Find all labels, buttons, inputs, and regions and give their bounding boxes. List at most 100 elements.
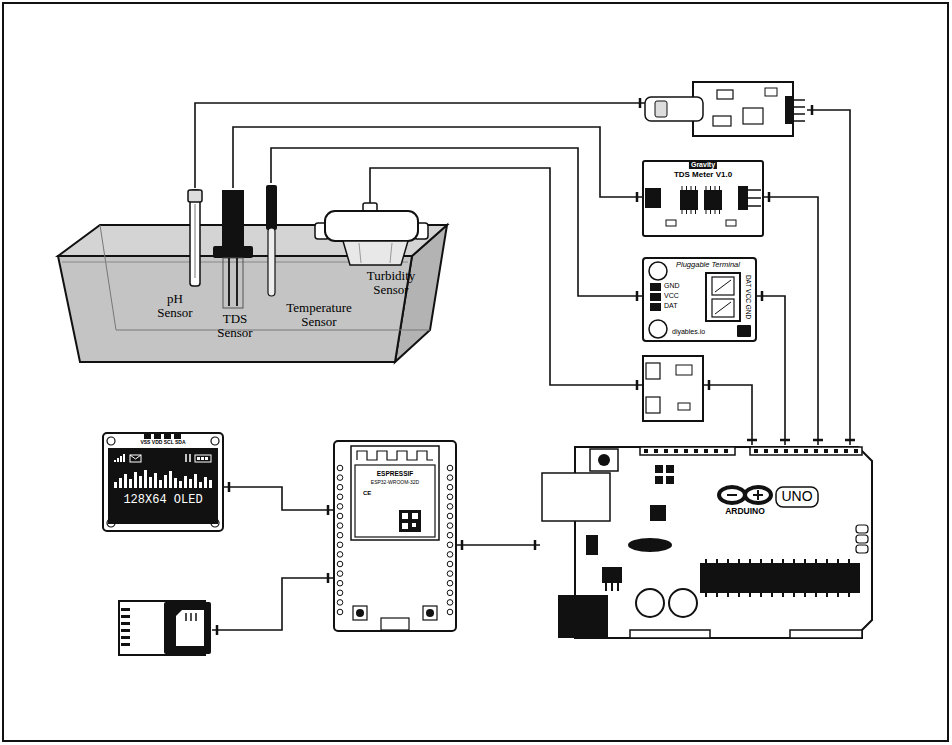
regulator-pin bbox=[617, 583, 619, 591]
wire-terminal bbox=[761, 291, 764, 301]
usb-port bbox=[542, 473, 610, 521]
probe-handle bbox=[266, 185, 277, 230]
chip-pin bbox=[710, 186, 711, 190]
signal-icon bbox=[123, 454, 125, 462]
board bbox=[334, 441, 456, 631]
arduino-uno-board: ARDUINOUNO bbox=[540, 445, 875, 640]
probe-pin bbox=[236, 258, 238, 306]
ph-probe: pH Sensor bbox=[145, 188, 207, 328]
pin bbox=[650, 303, 661, 311]
arduino-logo bbox=[727, 494, 737, 496]
power-jack bbox=[558, 595, 608, 638]
connector bbox=[645, 188, 661, 208]
chip-pin bbox=[738, 559, 740, 563]
battery-icon bbox=[205, 457, 208, 460]
usb-port bbox=[381, 618, 409, 630]
bar-graphic bbox=[159, 480, 162, 488]
chip-pin bbox=[719, 210, 720, 214]
gpio-pin bbox=[447, 504, 453, 510]
chip-pin bbox=[682, 186, 683, 190]
sd-contact bbox=[190, 613, 192, 621]
bar-graphic bbox=[154, 473, 157, 488]
wire bbox=[233, 127, 642, 197]
en-button bbox=[353, 606, 367, 620]
mount-hole bbox=[211, 437, 219, 445]
bar-graphic bbox=[144, 470, 147, 488]
voltage-regulator bbox=[602, 567, 622, 583]
gpio-pin bbox=[337, 532, 343, 538]
component bbox=[765, 88, 777, 96]
chip-pin bbox=[837, 559, 839, 563]
header-pin bbox=[694, 449, 698, 453]
chip-pin bbox=[686, 186, 687, 190]
header-pin bbox=[154, 433, 161, 439]
pin-header bbox=[785, 96, 793, 124]
chip bbox=[713, 116, 731, 126]
chip-pin bbox=[738, 593, 740, 597]
gpio-pin bbox=[447, 523, 453, 529]
mount-hole bbox=[649, 320, 667, 338]
pin-name: VCC bbox=[664, 292, 679, 300]
wire-terminal bbox=[845, 439, 855, 442]
probe-body bbox=[190, 190, 200, 286]
sensor-label: TDS Sensor bbox=[210, 312, 260, 341]
wire-terminal bbox=[228, 482, 231, 492]
pin bbox=[121, 608, 130, 611]
pin bbox=[650, 283, 661, 291]
header-pin bbox=[774, 449, 778, 453]
arduino-logo bbox=[719, 487, 745, 503]
led bbox=[666, 476, 674, 484]
gpio-pin bbox=[337, 494, 343, 500]
chip-pin bbox=[727, 559, 729, 563]
pin bbox=[121, 622, 130, 625]
header-pin bbox=[804, 449, 808, 453]
reset-button bbox=[598, 454, 610, 466]
wire bbox=[224, 487, 333, 510]
cup-rib bbox=[390, 243, 392, 263]
probe-core bbox=[195, 204, 196, 278]
probe-shield bbox=[223, 258, 243, 308]
led bbox=[655, 476, 663, 484]
wire-terminal bbox=[768, 192, 771, 202]
bar-graphic bbox=[114, 482, 117, 488]
esp32-board: ESPRESSIFESP32-WROOM-32DCE bbox=[333, 440, 457, 632]
header-pin bbox=[724, 449, 728, 453]
screw-terminal bbox=[706, 273, 740, 321]
gpio-pin bbox=[337, 513, 343, 519]
gpio-pin bbox=[447, 475, 453, 481]
chip-pin bbox=[848, 559, 850, 563]
bar-graphic bbox=[139, 476, 142, 488]
board bbox=[103, 433, 223, 531]
pluggable-terminal-board: Pluggable TerminalGNDVCCDATDAT VCC GNDdi… bbox=[642, 257, 757, 342]
pin bbox=[793, 106, 805, 108]
bar-graphic bbox=[174, 478, 177, 488]
wroom-module bbox=[351, 446, 439, 540]
chip-pin bbox=[695, 186, 696, 190]
model-label: ESP32-WROOM-32D bbox=[371, 480, 419, 486]
chip-pin bbox=[804, 559, 806, 563]
header-pin bbox=[854, 449, 858, 453]
pin-header bbox=[790, 630, 862, 638]
header-pin bbox=[784, 449, 788, 453]
connector bbox=[646, 363, 660, 379]
icsp-pin bbox=[856, 545, 868, 553]
chip-pin bbox=[815, 593, 817, 597]
component bbox=[678, 403, 690, 410]
bar-graphic bbox=[194, 474, 197, 488]
chip bbox=[704, 190, 722, 210]
sd-card-module bbox=[118, 598, 212, 658]
bar-graphic bbox=[129, 479, 132, 488]
chip-pin bbox=[749, 593, 751, 597]
sd-contact bbox=[195, 613, 197, 621]
oled-display-art bbox=[102, 432, 224, 532]
chip-pin bbox=[837, 593, 839, 597]
board bbox=[643, 161, 763, 236]
bar-graphic bbox=[199, 482, 202, 488]
qr-code bbox=[402, 513, 408, 519]
turbidity-sensor-module bbox=[642, 355, 704, 422]
board-title: Pluggable Terminal bbox=[676, 261, 740, 269]
probe-collar bbox=[213, 246, 253, 258]
turbidity-probe: Turbidity Sensor bbox=[313, 203, 431, 301]
wire-terminal bbox=[461, 540, 464, 550]
signal-icon bbox=[117, 458, 119, 462]
